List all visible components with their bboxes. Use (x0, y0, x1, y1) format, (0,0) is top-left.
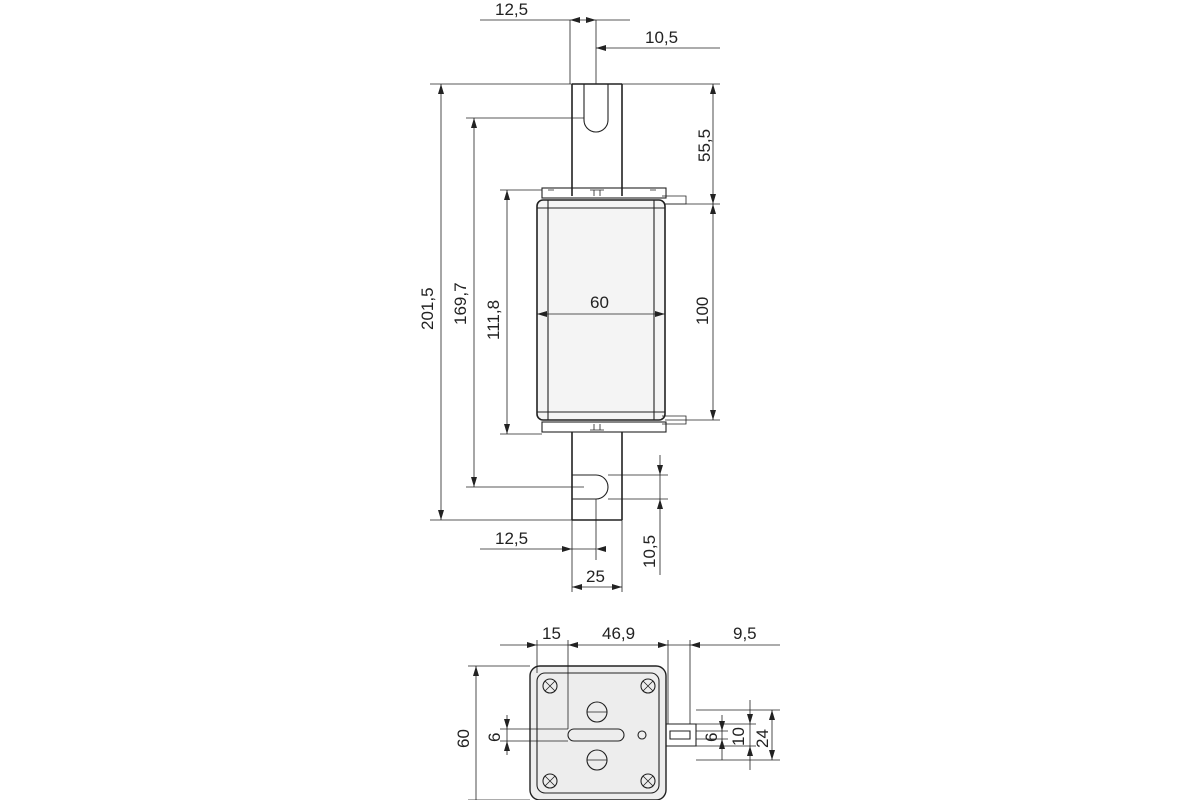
center-screw-icon (586, 701, 608, 771)
dim-total-height: 201,5 (418, 287, 437, 330)
front-dimensions: 12,5 10,5 201,5 169,7 111,8 60 100 55,5 … (418, 0, 720, 592)
corner-screw-icon (542, 678, 656, 789)
dim-body-width: 60 (590, 293, 609, 312)
dim-lug-10: 10 (729, 727, 748, 746)
end-plate-inner (536, 672, 660, 794)
dim-cap-to-cap: 111,8 (484, 300, 503, 340)
dim-top-slot-offset: 10,5 (645, 28, 678, 47)
side-lug (666, 723, 697, 747)
bottom-blade (571, 432, 623, 521)
top-blade (571, 83, 623, 196)
dim-blade-length: 55,5 (695, 129, 714, 162)
top-slot (583, 84, 609, 133)
bottom-contact-plate (541, 421, 667, 433)
dim-end-height: 60 (454, 729, 473, 748)
dim-bottom-slot-width: 12,5 (495, 529, 528, 548)
dim-blade-width: 25 (586, 567, 605, 586)
bottom-slot (572, 474, 609, 500)
dim-top-slot-width: 12,5 (495, 0, 528, 19)
dim-end-left: 15 (542, 624, 561, 643)
indicator-dot (637, 730, 647, 740)
dim-lug-24: 24 (753, 729, 772, 748)
top-contact-plate (541, 187, 667, 199)
dim-slot-to-slot: 169,7 (451, 282, 470, 325)
dim-end-right: 9,5 (733, 624, 757, 643)
fuse-body (536, 199, 666, 421)
bottom-screw-icon (590, 424, 604, 431)
end-dimensions: 15 46,9 9,5 60 6 6 10 24 (454, 624, 780, 800)
dim-lug-6: 6 (702, 733, 721, 742)
fuse-body-inner (537, 200, 665, 420)
dim-end-mid: 46,9 (602, 624, 635, 643)
dim-end-slot: 6 (485, 733, 504, 742)
end-plate (529, 665, 667, 800)
top-screw-icon (590, 189, 604, 196)
end-view (529, 665, 697, 800)
dim-body-height: 100 (693, 297, 712, 325)
dim-bottom-slot-offset: 10,5 (640, 535, 659, 568)
front-view (536, 83, 687, 521)
end-slot (567, 728, 625, 742)
